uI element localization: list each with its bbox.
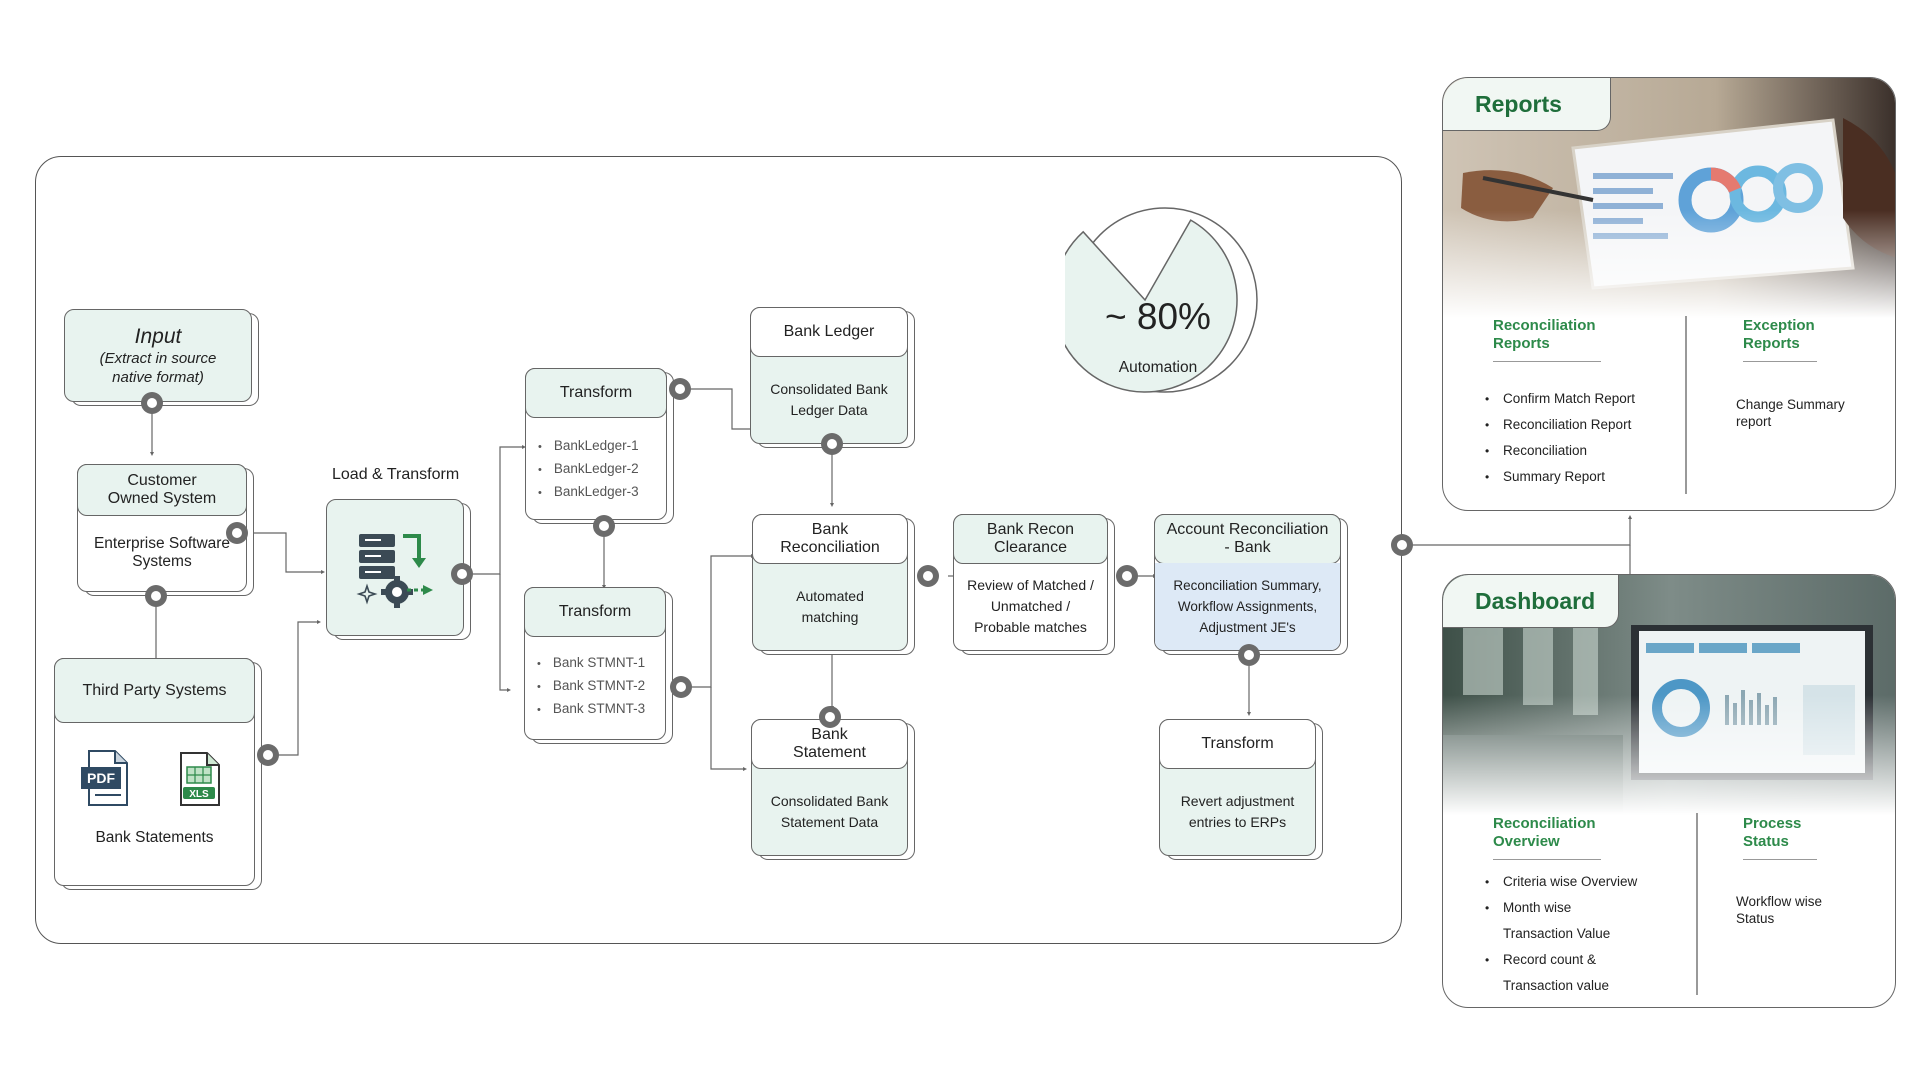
xls-file-icon: XLS	[180, 752, 220, 806]
dashboard-col1-list: Criteria wise Overview Month wise Transa…	[1485, 869, 1637, 999]
transform-statement-title: Transform	[524, 587, 666, 637]
list-item: Bank STMNT-1	[537, 652, 645, 675]
bank-reconciliation-title: Bank Reconciliation	[752, 514, 908, 564]
customer-system-card: Customer Owned System Enterprise Softwar…	[77, 464, 247, 592]
third-party-output-dot	[257, 744, 279, 766]
customer-output-dot	[226, 522, 248, 544]
bank-reconciliation-body: Automated matching	[796, 587, 864, 625]
dashboard-col2-title: Process Status	[1743, 815, 1817, 860]
dashboard-col1-title: Reconciliation Overview	[1493, 815, 1601, 860]
recon-clearance-output-dot	[1116, 565, 1138, 587]
bank-statement-title: Bank Statement	[751, 719, 908, 769]
customer-system-title: Customer Owned System	[77, 464, 247, 516]
list-item: BankLedger-2	[538, 458, 639, 481]
list-item: Record count &	[1485, 947, 1637, 973]
transform-statement-card: Transform Bank STMNT-1 Bank STMNT-2 Bank…	[524, 587, 666, 740]
bank-ledger-title: Bank Ledger	[750, 307, 908, 357]
transform-statement-list: Bank STMNT-1 Bank STMNT-2 Bank STMNT-3	[537, 652, 645, 721]
bank-reconciliation-card: Bank Reconciliation Automated matching	[752, 514, 908, 651]
list-item: Summary Report	[1485, 464, 1635, 490]
list-item: Month wise	[1485, 895, 1637, 921]
load-transform-label: Load & Transform	[332, 466, 460, 483]
pdf-file-icon: PDF	[81, 750, 128, 806]
automation-pie-slice	[1065, 219, 1238, 393]
input-subtitle: (Extract in source native format)	[99, 349, 217, 386]
reports-panel: Reports Reconciliation Reports Confirm M…	[1442, 77, 1896, 511]
recon-clearance-title: Bank Recon Clearance	[953, 514, 1108, 564]
dashboard-divider	[1696, 813, 1698, 995]
reports-col1-title: Reconciliation Reports	[1493, 317, 1601, 362]
customer-system-body: Enterprise Software Systems	[93, 535, 231, 570]
list-item: Transaction Value	[1503, 926, 1611, 941]
third-party-card: Third Party Systems PDF XLS Bank Stateme…	[54, 658, 255, 886]
list-item: Reconciliation	[1485, 438, 1635, 464]
list-item: Bank STMNT-2	[537, 675, 645, 698]
account-reconciliation-bottom-dot	[1238, 644, 1260, 666]
frame-output-dot	[1391, 534, 1413, 556]
input-card: Input (Extract in source native format)	[64, 309, 252, 402]
input-connector-dot	[141, 392, 163, 414]
account-reconciliation-body: Reconciliation Summary, Workflow Assignm…	[1155, 563, 1340, 650]
transform-ledger-bottom-dot	[593, 515, 615, 537]
recon-clearance-body: Review of Matched / Unmatched / Probable…	[967, 577, 1094, 635]
input-title: Input	[134, 324, 182, 348]
list-item: Confirm Match Report	[1485, 386, 1635, 412]
reports-tab: Reports	[1443, 78, 1611, 131]
transform-ledger-output-dot	[669, 378, 691, 400]
account-reconciliation-card: Account Reconciliation - Bank Reconcilia…	[1154, 514, 1341, 651]
list-item: Transaction value	[1503, 978, 1610, 993]
dashboard-col2-text: Workflow wise Status	[1736, 894, 1823, 926]
svg-text:XLS: XLS	[189, 789, 209, 800]
transform-ledger-card: Transform BankLedger-1 BankLedger-2 Bank…	[525, 368, 667, 520]
reports-divider	[1685, 316, 1687, 494]
third-party-title: Third Party Systems	[54, 658, 255, 723]
automation-label: Automation	[1119, 359, 1197, 376]
load-transform-output-dot	[451, 563, 473, 585]
customer-bottom-dot	[145, 585, 167, 607]
transform-revert-card: Transform Revert adjustment entries to E…	[1159, 719, 1316, 856]
account-reconciliation-title: Account Reconciliation - Bank	[1154, 514, 1341, 564]
list-item: Criteria wise Overview	[1485, 869, 1637, 895]
bank-statements-caption: Bank Statements	[95, 829, 214, 846]
reports-col2-title: Exception Reports	[1743, 317, 1817, 362]
automation-pie-chart: ~ 80% Automation	[1065, 207, 1258, 393]
reports-col1-list: Confirm Match Report Reconciliation Repo…	[1485, 386, 1635, 490]
bank-ledger-output-dot	[821, 433, 843, 455]
automation-percent: ~ 80%	[1105, 296, 1211, 337]
recon-clearance-card: Bank Recon Clearance Review of Matched /…	[953, 514, 1108, 651]
list-item: BankLedger-3	[538, 481, 639, 504]
bank-ledger-card: Bank Ledger Consolidated Bank Ledger Dat…	[750, 307, 908, 444]
transform-revert-title: Transform	[1159, 719, 1316, 769]
bank-statement-top-dot	[819, 706, 841, 728]
bank-ledger-body: Consolidated Bank Ledger Data	[770, 380, 888, 418]
bank-statement-body: Consolidated Bank Statement Data	[770, 792, 889, 830]
list-item: Reconciliation Report	[1485, 412, 1635, 438]
load-transform-icon	[356, 534, 433, 608]
dashboard-panel: Dashboard Reconciliation Overview Criter…	[1442, 574, 1896, 1008]
transform-ledger-title: Transform	[525, 368, 667, 418]
bank-reconciliation-output-dot	[917, 565, 939, 587]
load-transform-card	[326, 499, 464, 636]
reports-col2-text: Change Summary report	[1736, 397, 1845, 429]
transform-statement-output-dot	[670, 676, 692, 698]
list-item: Bank STMNT-3	[537, 698, 645, 721]
dashboard-tab: Dashboard	[1443, 575, 1619, 628]
svg-text:PDF: PDF	[87, 770, 115, 786]
list-item: BankLedger-1	[538, 435, 639, 458]
bank-statement-card: Bank Statement Consolidated Bank Stateme…	[751, 719, 908, 856]
transform-ledger-list: BankLedger-1 BankLedger-2 BankLedger-3	[538, 435, 639, 504]
transform-revert-body: Revert adjustment entries to ERPs	[1180, 792, 1295, 830]
